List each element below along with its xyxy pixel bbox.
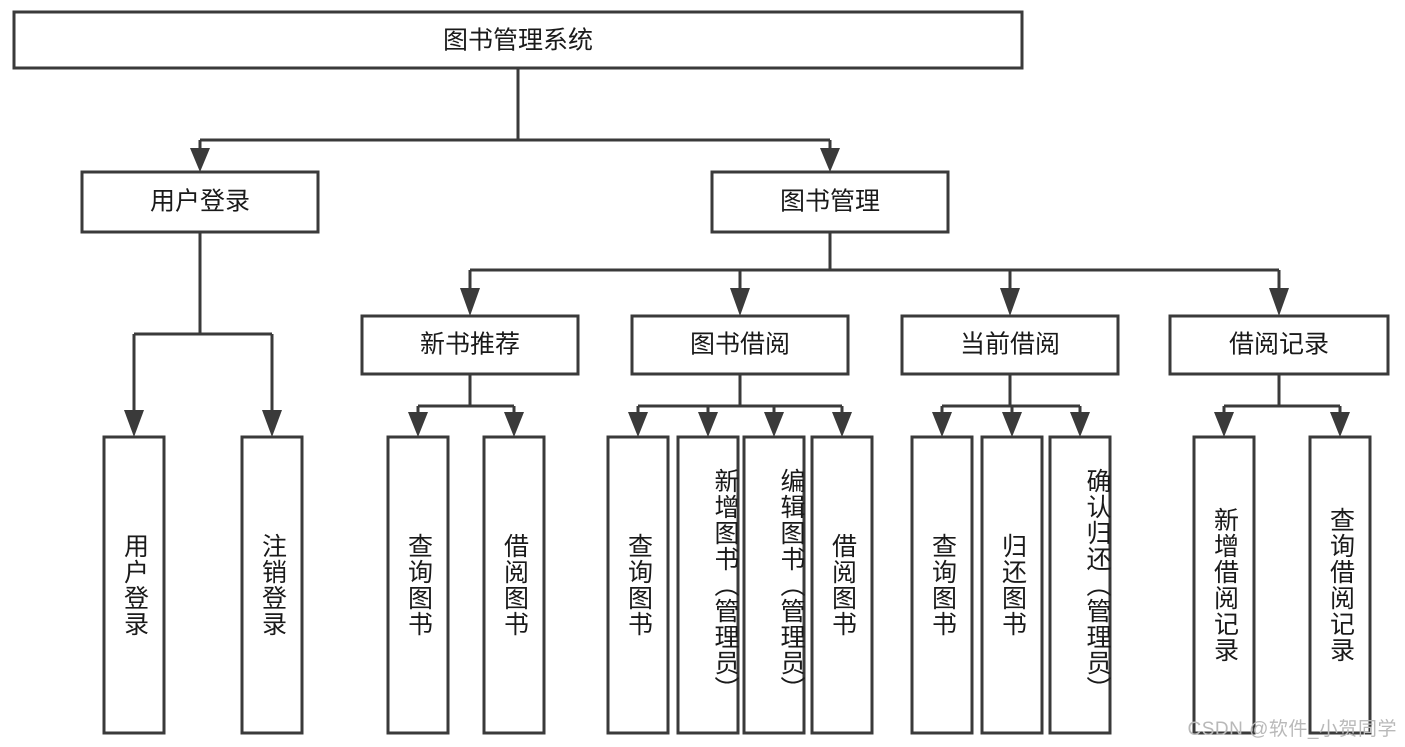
arrowhead-leaf-edit-book — [764, 412, 784, 437]
arrowhead-leaf-confirm-return — [1070, 412, 1090, 437]
leaf-query-book-3-box[interactable] — [910, 435, 974, 735]
arrowhead-leaf-user-logout — [262, 410, 282, 437]
node-book-borrow[interactable]: 图书借阅 — [630, 314, 850, 376]
node-new-book-recommend-box[interactable] — [360, 314, 580, 376]
node-current-borrow-box[interactable] — [900, 314, 1120, 376]
node-book-manage-box[interactable] — [710, 170, 950, 234]
arrowhead-leaf-query-book-3 — [932, 412, 952, 437]
leaf-edit-book-box[interactable] — [742, 435, 806, 735]
node-user-login-label: 用户登录 — [150, 188, 250, 216]
connectors-borrow-record-to-leaves — [1214, 374, 1350, 437]
arrowhead-borrow-record — [1269, 288, 1289, 316]
leaf-boxes — [102, 435, 1372, 735]
node-borrow-record[interactable]: 借阅记录 — [1168, 314, 1390, 376]
connectors-root-to-level1 — [190, 68, 840, 172]
node-current-borrow[interactable]: 当前借阅 — [900, 314, 1120, 376]
watermark-text: CSDN @软件_小贺同学 — [1187, 719, 1397, 740]
arrowhead-book-borrow — [730, 288, 750, 316]
arrowhead-new-book-recommend — [460, 288, 480, 316]
node-new-book-recommend-label: 新书推荐 — [420, 331, 520, 359]
arrowhead-leaf-query-book-2 — [628, 412, 648, 437]
connectors-book-manage-to-level2 — [460, 232, 1289, 316]
arrowhead-user-login — [190, 148, 210, 172]
leaf-borrow-book-1-box[interactable] — [482, 435, 546, 735]
leaf-user-logout-box[interactable] — [240, 435, 304, 735]
node-user-login[interactable]: 用户登录 — [80, 170, 320, 234]
arrowhead-leaf-add-book — [698, 412, 718, 437]
arrowhead-leaf-borrow-book-2 — [832, 412, 852, 437]
node-user-login-box[interactable] — [80, 170, 320, 234]
arrowhead-leaf-borrow-book-1 — [504, 412, 524, 437]
leaf-query-record-box[interactable] — [1308, 435, 1372, 735]
leaf-add-record-box[interactable] — [1192, 435, 1256, 735]
arrowhead-leaf-query-record — [1330, 412, 1350, 437]
leaf-query-book-1-box[interactable] — [386, 435, 450, 735]
node-root-label: 图书管理系统 — [443, 27, 593, 55]
node-borrow-record-label: 借阅记录 — [1229, 331, 1329, 359]
arrowhead-leaf-return-book — [1002, 412, 1022, 437]
node-root[interactable]: 图书管理系统 — [12, 10, 1024, 70]
leaf-borrow-book-2-box[interactable] — [810, 435, 874, 735]
connectors-new-book-recommend-to-leaves — [408, 374, 524, 437]
leaf-query-book-2-box[interactable] — [606, 435, 670, 735]
connectors-book-borrow-to-leaves — [628, 374, 852, 437]
node-borrow-record-box[interactable] — [1168, 314, 1390, 376]
node-book-manage[interactable]: 图书管理 — [710, 170, 950, 234]
leaf-user-login-box[interactable] — [102, 435, 166, 735]
arrowhead-leaf-add-record — [1214, 412, 1234, 437]
node-new-book-recommend[interactable]: 新书推荐 — [360, 314, 580, 376]
node-book-borrow-label: 图书借阅 — [690, 331, 790, 359]
connectors-current-borrow-to-leaves — [932, 374, 1090, 437]
leaf-return-book-box[interactable] — [980, 435, 1044, 735]
node-book-borrow-box[interactable] — [630, 314, 850, 376]
leaf-add-book-box[interactable] — [676, 435, 740, 735]
node-current-borrow-label: 当前借阅 — [960, 331, 1060, 359]
connectors-user-login-to-leaves — [124, 232, 282, 437]
node-root-box[interactable] — [12, 10, 1024, 70]
leaf-confirm-return-box[interactable] — [1048, 435, 1112, 735]
arrowhead-leaf-query-book-1 — [408, 412, 428, 437]
arrowhead-book-manage — [820, 148, 840, 172]
arrowhead-leaf-user-login — [124, 410, 144, 437]
node-book-manage-label: 图书管理 — [780, 188, 880, 216]
arrowhead-current-borrow — [1000, 288, 1020, 316]
